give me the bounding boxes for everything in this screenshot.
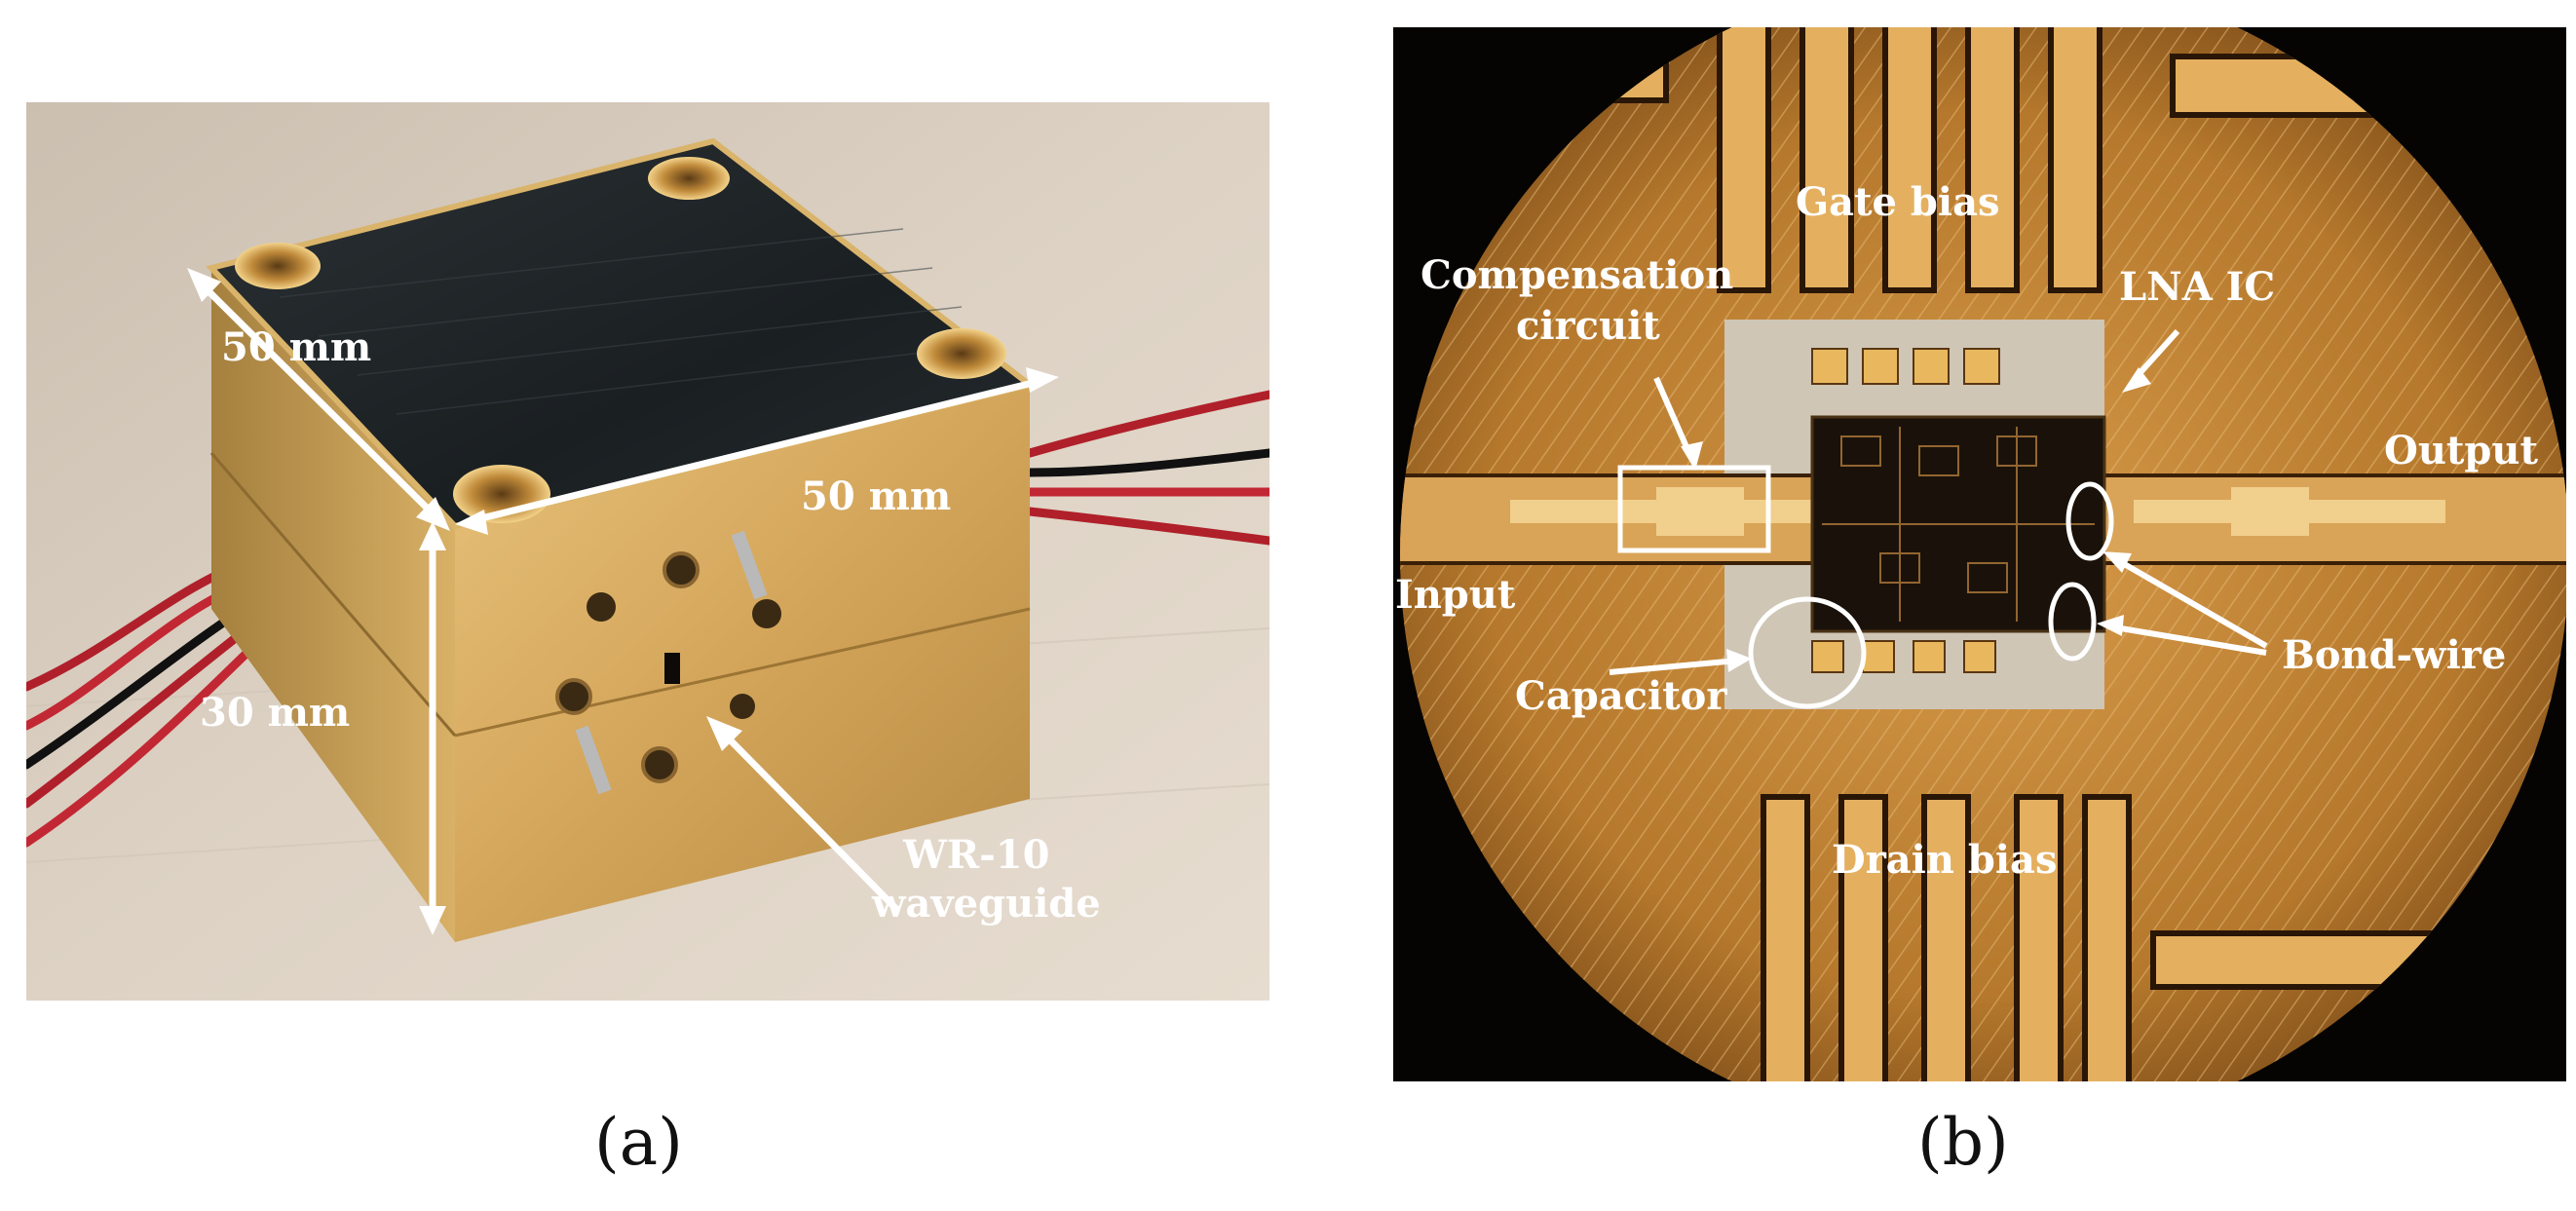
dimension-arrows [187,268,1059,935]
module-photo: 50 mm 50 mm 30 mm WR-10 waveguide [26,102,1269,1001]
microscope-photo-panel: Gate bias Compensation circuit LNA IC Ou… [1393,27,2566,1081]
module-photo-panel: 50 mm 50 mm 30 mm WR-10 waveguide [26,102,1269,1001]
label-output: Output [2384,428,2538,473]
label-drain-bias: Drain bias [1832,837,2057,883]
label-compensation-line2: circuit [1516,303,1660,349]
capacitor-circle [1748,596,1867,709]
label-lna-ic: LNA IC [2119,264,2275,310]
label-compensation-line1: Compensation [1421,252,1733,298]
label-gate-bias: Gate bias [1796,179,2000,225]
dim-label-top-left: 50 mm [221,324,371,370]
wires-right [1025,390,1269,546]
caption-a: (a) [594,1105,683,1180]
caption-b: (b) [1917,1105,2009,1180]
waveguide-label-line2: waveguide [871,881,1101,927]
dim-label-top-right: 50 mm [801,473,951,519]
label-input: Input [1395,572,1516,618]
dim-label-height: 30 mm [200,690,350,736]
waveguide-label-line1: WR-10 [902,832,1049,878]
label-capacitor: Capacitor [1515,673,1727,719]
waveguide-aperture [664,653,680,684]
bond-wire-ellipse-upper [2065,481,2114,561]
microscope-photo: Gate bias Compensation circuit LNA IC Ou… [1393,27,2566,1081]
annotation-arrows [1609,328,2268,675]
label-bond-wire: Bond-wire [2282,632,2506,678]
waveguide-flange [555,530,781,795]
bond-wire-ellipse-lower [2048,582,2097,662]
